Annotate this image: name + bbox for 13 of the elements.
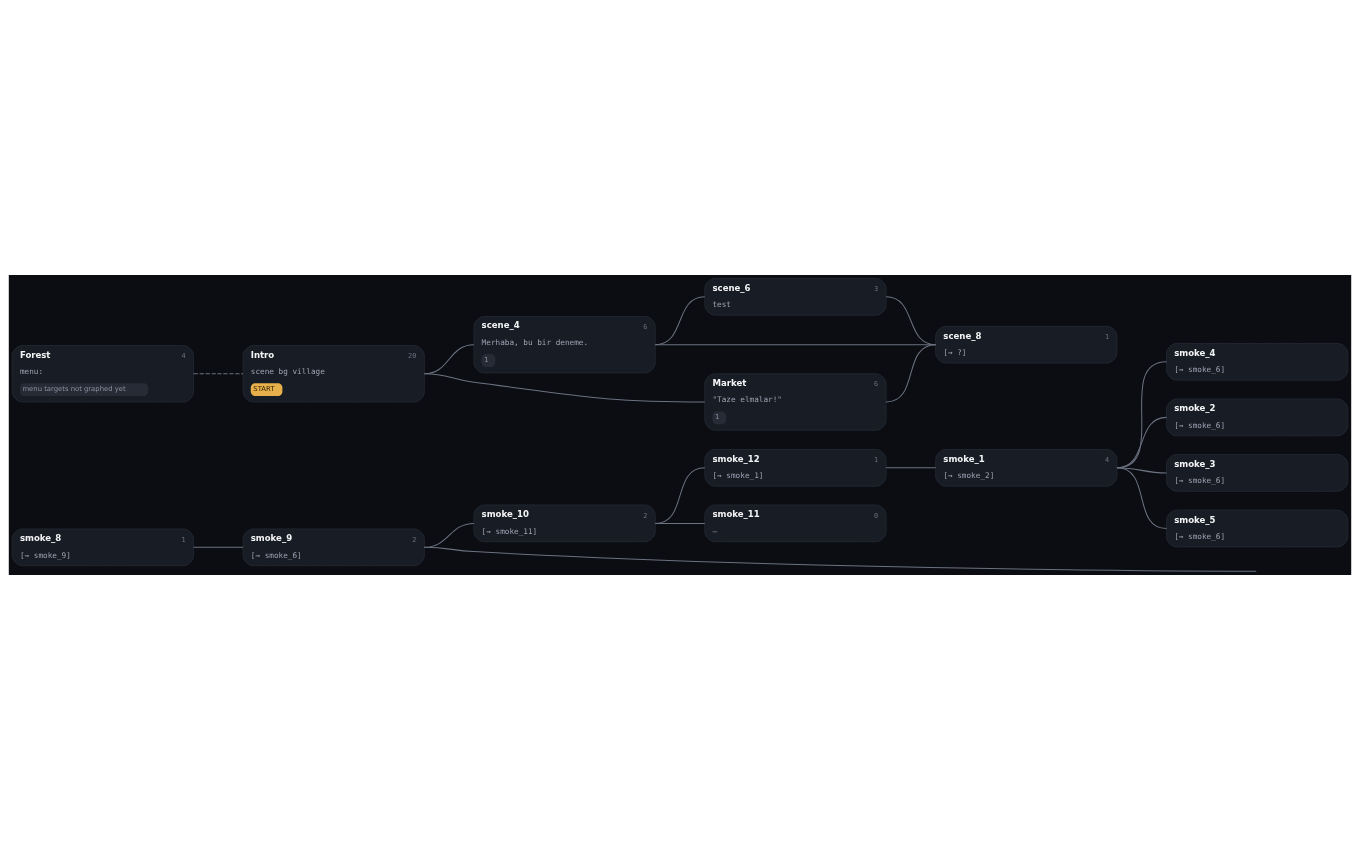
- connector: [885, 467, 937, 469]
- connector: [423, 373, 706, 403]
- connector: [192, 546, 244, 548]
- connector: [1116, 467, 1168, 530]
- connector: [654, 467, 706, 524]
- connector: [654, 522, 706, 524]
- node-box: smoke_3 [→ smoke_6]: [1166, 454, 1349, 492]
- node-box: smoke_5 [→ smoke_6]: [1166, 509, 1349, 548]
- connector: [192, 373, 244, 375]
- node-box: smoke_4 [→ smoke_6]: [1166, 342, 1349, 381]
- connector: [423, 546, 1257, 572]
- connector: [885, 344, 937, 403]
- node-box: smoke_2 [→ smoke_6]: [1166, 398, 1349, 437]
